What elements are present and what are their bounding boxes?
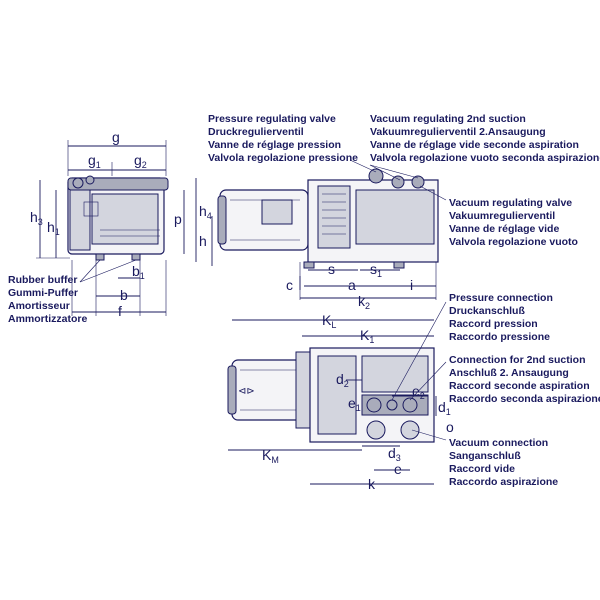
rubber-buffer-de: Gummi-Puffer [8,287,78,299]
dim-h: h [199,233,207,249]
vacuum-valve-de: Vakuumregulierventil [449,210,555,222]
dim-s1: s1 [370,261,382,279]
dim-g1: g1 [88,152,101,170]
dim-e: e [394,461,402,477]
dim-h1: h1 [47,219,60,237]
vacuum-valve-it: Valvola regolazione vuoto [449,236,578,248]
dim-s: s [328,261,335,277]
conn-2nd-en: Connection for 2nd suction [449,354,586,366]
rubber-buffer-fr: Amortisseur [8,300,70,312]
front-view: h c s s1 a i k2 [199,159,447,311]
rubber-buffer-en: Rubber buffer [8,274,77,286]
pressure-valve-de: Druckregulierventil [208,126,304,138]
svg-text:⊲⊳: ⊲⊳ [238,386,255,397]
pressure-conn-en: Pressure connection [449,292,553,304]
pressure-conn-de: Druckanschluß [449,305,525,317]
vacuum-conn-de: Sanganschluß [449,450,521,462]
dim-i: i [410,277,413,293]
dim-h4: h4 [199,203,212,221]
pressure-valve-en: Pressure regulating valve [208,113,336,125]
vacuum-2nd-en: Vacuum regulating 2nd suction [370,113,526,125]
vacuum-conn-fr: Raccord vide [449,463,515,475]
dim-KL: KL [322,312,336,330]
dim-KM: KM [262,447,279,465]
vacuum-2nd-it: Valvola regolazione vuoto seconda aspira… [370,152,600,164]
dim-f: f [118,303,122,319]
rubber-buffer-it: Ammortizzatore [8,313,88,325]
pressure-conn-it: Raccordo pressione [449,331,550,343]
dim-c: c [286,277,293,293]
dim-e2: e2 [412,383,425,401]
dim-d1: d1 [438,399,451,417]
pressure-valve-fr: Vanne de réglage pression [208,139,341,151]
dim-p: p [174,211,182,227]
vacuum-valve-en: Vacuum regulating valve [449,197,572,209]
side-view: g g1 g2 h3 h1 p h4 b1 b f [30,129,212,319]
vacuum-conn-en: Vacuum connection [449,437,548,449]
dim-h3: h3 [30,209,43,227]
vacuum-2nd-de: Vakuumregulierventil 2.Ansaugung [370,126,546,138]
pressure-conn-fr: Raccord pression [449,318,538,330]
vacuum-valve-fr: Vanne de réglage vide [449,223,559,235]
dim-a: a [348,277,356,293]
dim-b: b [120,287,128,303]
dim-k2: k2 [358,293,370,311]
dim-K1: K1 [360,327,374,345]
dim-o: o [446,419,454,435]
dim-k: k [368,476,376,492]
conn-2nd-it: Raccordo seconda aspirazione [449,393,600,405]
conn-2nd-de: Anschluß 2. Ansaugung [449,367,569,379]
pressure-valve-it: Valvola regolazione pressione [208,152,358,164]
dim-d2: d2 [336,371,349,389]
top-view: ⊲⊳ KL K1 KM k e d3 d2 e1 e2 d1 o [227,301,454,492]
conn-2nd-fr: Raccord seconde aspiration [449,380,590,392]
dim-g: g [112,129,120,145]
dim-e1: e1 [348,395,361,413]
vacuum-conn-it: Raccordo aspirazione [449,476,558,488]
dim-b1: b1 [132,263,145,281]
vacuum-2nd-fr: Vanne de réglage vide seconde aspiration [370,139,579,151]
dim-g2: g2 [134,152,147,170]
dim-d3: d3 [388,445,401,463]
